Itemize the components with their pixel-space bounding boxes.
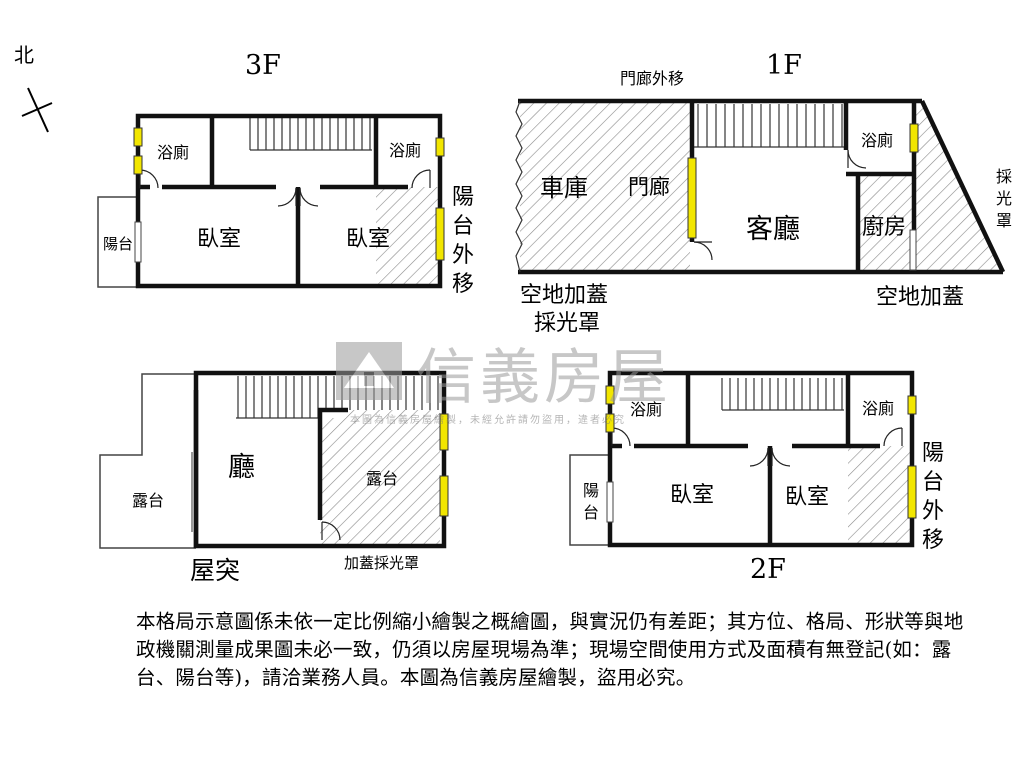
door-swings (611, 427, 903, 467)
room-bedroom-right: 臥室 (785, 485, 829, 510)
floor-1f-title: 1F (766, 50, 802, 81)
door-swings (139, 169, 431, 207)
hatched-area (376, 187, 438, 285)
svg-text:移: 移 (452, 272, 474, 297)
svg-text:外: 外 (452, 243, 474, 268)
hatched-area (848, 446, 910, 544)
svg-text:陽: 陽 (583, 481, 599, 500)
floor-roof: 屋突 廳 露台 露台 加蓋採光罩 (99, 370, 449, 585)
note-open-land-left: 空地加蓋 (520, 283, 608, 308)
compass-cross-icon (21, 102, 53, 117)
svg-text:移: 移 (922, 528, 944, 553)
note-porch-moved: 門廊外移 (620, 69, 684, 88)
room-kitchen: 廚房 (862, 215, 906, 240)
kitchen-door (909, 229, 917, 271)
svg-text:台: 台 (922, 470, 944, 495)
note-balcony-moved: 陽 台 外 移 (452, 185, 474, 297)
floor-plan-diagram: 北 3F (14, 43, 1012, 585)
room-bedroom-left: 臥室 (197, 227, 241, 252)
balcony-outline (569, 454, 611, 546)
watermark-logo-icon (336, 342, 402, 400)
room-balcony: 陽台 (103, 235, 133, 253)
room-garage: 車庫 (540, 174, 588, 202)
note-added-skylight: 加蓋採光罩 (344, 554, 419, 572)
windows (133, 127, 445, 261)
compass: 北 (14, 43, 53, 133)
disclaimer-text: 本格局示意圖係未依一定比例縮小繪製之概繪圖，與實況仍有差距；其方位、格局、形狀等… (136, 610, 964, 689)
windows (687, 123, 919, 239)
room-bath-left: 浴廁 (630, 400, 662, 419)
room-bedroom-right: 臥室 (346, 227, 390, 252)
room-bedroom-left: 臥室 (670, 483, 714, 508)
floor-2f-title: 2F (750, 554, 786, 585)
note-balcony-moved: 陽 台 外 移 (922, 441, 944, 553)
door-swings (693, 149, 867, 261)
note-open-land-right: 空地加蓋 (876, 285, 964, 310)
room-balcony: 陽 台 (583, 481, 599, 522)
staircase (249, 118, 372, 151)
room-bath-right: 浴廁 (389, 141, 421, 160)
windows (439, 413, 449, 517)
room-bath-right: 浴廁 (862, 399, 894, 418)
svg-text:採: 採 (996, 167, 1012, 186)
svg-text:罩: 罩 (996, 211, 1012, 230)
floor-2f: 2F (569, 370, 944, 585)
hatched-terrace (320, 410, 440, 544)
floor-roof-title: 屋突 (190, 556, 240, 585)
walls (135, 113, 443, 289)
room-terrace-left: 露台 (132, 491, 164, 510)
hatched-garage (520, 101, 690, 272)
floor-3f: 3F (97, 50, 474, 297)
staircase (721, 378, 844, 411)
terrace-outline (99, 373, 196, 549)
note-skylight-left: 採光罩 (534, 311, 600, 336)
door-swings (321, 521, 341, 541)
room-bath: 浴廁 (861, 131, 893, 150)
room-bath-left: 浴廁 (157, 143, 189, 162)
svg-text:台: 台 (452, 214, 474, 239)
svg-text:外: 外 (922, 499, 944, 524)
balcony-door (134, 221, 142, 263)
room-terrace-right: 露台 (366, 469, 398, 488)
svg-text:台: 台 (583, 503, 599, 522)
room-porch: 門廊 (628, 175, 670, 199)
balcony-door (606, 481, 614, 523)
windows (605, 385, 917, 519)
open-edge (515, 100, 523, 273)
hatched-kitchen (860, 174, 912, 272)
watermark-notice: 本圖為信義房屋繪製，未經允許請勿盜用，違者必究 (350, 413, 626, 426)
svg-text:陽: 陽 (452, 185, 474, 210)
watermark-brand: 信義房屋 (416, 343, 672, 413)
floor-1f: 1F 門廊外移 (515, 50, 1012, 336)
compass-north-label: 北 (14, 43, 34, 67)
room-hall: 廳 (228, 452, 255, 483)
floor-3f-title: 3F (245, 50, 281, 81)
note-skylight-side: 採 光 罩 (996, 167, 1012, 230)
room-living: 客廳 (746, 214, 800, 245)
watermark: 信義房屋 本圖為信義房屋繪製，未經允許請勿盜用，違者必究 (336, 342, 672, 426)
staircase (692, 104, 846, 148)
svg-text:光: 光 (996, 189, 1012, 208)
svg-text:陽: 陽 (922, 441, 944, 466)
walls (607, 370, 915, 548)
